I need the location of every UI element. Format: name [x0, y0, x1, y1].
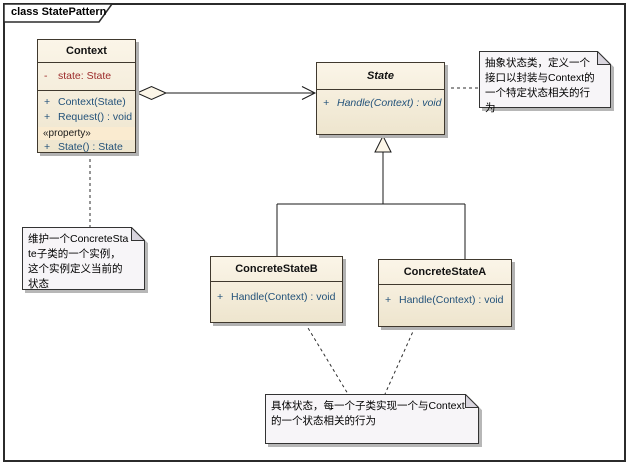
note-text: 维护一个ConcreteState子类的一个实例，这个实例定义当前的状态 [28, 233, 129, 290]
frame-tab-shape [3, 3, 114, 23]
class-name: Context [66, 45, 107, 57]
note-concrete-states[interactable]: 具体状态，每一个子类实现一个与Context的一个状态相关的行为 [265, 394, 479, 444]
operation-row: + Request() : void [44, 111, 133, 123]
class-concrete-state-a[interactable]: ConcreteStateA + Handle(Context) : void [378, 259, 512, 327]
class-state[interactable]: State + Handle(Context) : void [316, 62, 445, 135]
note-link-concrete-a [384, 326, 416, 395]
note-shape [479, 51, 611, 108]
class-name: State [367, 70, 394, 82]
stereotype-header: «property» [38, 127, 135, 140]
class-name: ConcreteStateA [403, 266, 487, 278]
generalization-connector[interactable] [276, 134, 466, 259]
note-fold-corner [131, 227, 145, 241]
operation-row: + Handle(Context) : void [323, 97, 442, 109]
note-shape [22, 227, 145, 290]
aggregation-connector[interactable] [135, 85, 317, 101]
aggregation-diamond [135, 85, 168, 101]
note-context[interactable]: 维护一个ConcreteState子类的一个实例，这个实例定义当前的状态 [22, 227, 145, 290]
attribute-row: - state: State [44, 70, 112, 82]
operation-row: + Handle(Context) : void [385, 294, 504, 306]
operation-row: + State() : State [44, 141, 123, 153]
class-concrete-state-b[interactable]: ConcreteStateB + Handle(Context) : void [210, 256, 343, 323]
triangle-arrowhead [374, 134, 392, 153]
operations-compartment: + Handle(Context) : void [379, 284, 511, 327]
note-fold-corner [465, 394, 479, 408]
note-link-concrete-b [304, 322, 349, 395]
attributes-compartment: - state: State [38, 62, 135, 90]
diagram-frame [3, 3, 626, 462]
note-text: 抽象状态类，定义一个接口以封装与Context的一个特定状态相关的行为 [485, 57, 595, 114]
note-shape [265, 394, 479, 444]
open-arrowhead [301, 86, 317, 100]
operations-compartment: + Handle(Context) : void [317, 89, 444, 135]
note-abstract-state[interactable]: 抽象状态类，定义一个接口以封装与Context的一个特定状态相关的行为 [479, 51, 611, 114]
diagram-title: class StatePattern [11, 6, 107, 18]
operation-row: + Context(State) [44, 96, 126, 108]
operation-row: + Handle(Context) : void [217, 291, 336, 303]
note-links[interactable] [89, 87, 479, 395]
class-context[interactable]: Context - state: State + Context(State) … [37, 39, 136, 153]
operations-compartment: + Context(State) + Request() : void «pro… [38, 90, 135, 153]
note-fold-corner [597, 51, 611, 65]
class-name: ConcreteStateB [235, 263, 318, 275]
operations-compartment: + Handle(Context) : void [211, 281, 342, 323]
note-text: 具体状态，每一个子类实现一个与Context的一个状态相关的行为 [271, 400, 465, 427]
